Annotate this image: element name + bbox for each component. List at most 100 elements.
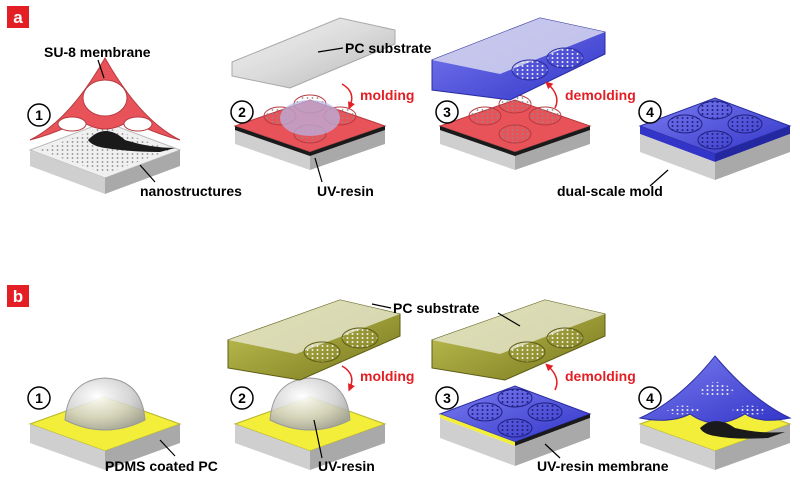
membrane-dome [527, 402, 563, 422]
label-pc-substrate-a: PC substrate [345, 40, 432, 56]
panel-a-label: a [13, 8, 23, 27]
panel-a-step-4: 4 [638, 97, 792, 180]
membrane-hole [123, 116, 153, 132]
panel-b-label-box [7, 285, 29, 307]
label-uv-resin-a: UV-resin [317, 183, 374, 199]
mold-dome [667, 114, 703, 134]
arrow-label-demolding-a: demolding [565, 87, 636, 103]
panel-b-label: b [13, 287, 23, 306]
step-badge [638, 386, 662, 410]
uv-resin-drop [280, 100, 340, 136]
base-block-side [515, 126, 590, 170]
label-dual-scale-mold: dual-scale mold [557, 183, 663, 199]
panel-b-step-3: 3 [431, 299, 606, 466]
membrane-dome [497, 388, 533, 408]
membrane-hole [57, 116, 87, 132]
demolding-arrow [545, 363, 558, 391]
panel-b: b 1 2 [7, 285, 792, 474]
membrane-hole-pattern [698, 382, 735, 397]
base-block-side [105, 424, 180, 470]
panel-b-step-4: 4 [638, 355, 792, 470]
base-block-side [640, 134, 715, 180]
mold-dome [508, 341, 546, 363]
step-number: 4 [646, 390, 654, 406]
step-number: 2 [238, 104, 246, 120]
mold-dome [511, 59, 549, 81]
mold-dome [697, 130, 733, 150]
mold-dome [697, 100, 733, 120]
mold-dome [341, 327, 379, 349]
leader-line [313, 419, 323, 459]
membrane-hole [82, 79, 128, 117]
leader-line [159, 439, 176, 457]
label-uv-resin-membrane: UV-resin membrane [537, 458, 669, 474]
step-number: 3 [443, 390, 451, 406]
base-block-side [30, 150, 105, 194]
pc-top-clear [432, 18, 605, 74]
membrane-hole-pattern [732, 405, 768, 415]
pc-top-clear [228, 300, 400, 354]
panel-a-step-1: 1 [27, 56, 182, 194]
uv-resin-dome [64, 377, 146, 431]
label-pdms-coated-pc: PDMS coated PC [105, 458, 218, 474]
mold-dome [546, 47, 584, 69]
step-badge [27, 386, 51, 410]
leader-line [497, 312, 521, 327]
panel-a: a 1 2 [7, 6, 792, 199]
base-block-side [310, 126, 385, 170]
demolding-arrow [545, 81, 558, 109]
arrow-label-molding-a: molding [360, 87, 414, 103]
pc-substrate-floating [231, 17, 396, 89]
label-uv-resin-b: UV-resin [318, 458, 375, 474]
leader-line [371, 303, 392, 309]
label-nanostructures: nanostructures [140, 183, 242, 199]
nanostructure-area [40, 126, 170, 174]
base-block-side [310, 424, 385, 470]
label-su8-membrane: SU-8 membrane [44, 44, 151, 60]
membrane-dome [497, 418, 533, 438]
yellow-layer [440, 414, 515, 446]
step-number: 3 [443, 104, 451, 120]
blue-mold-side [640, 126, 715, 162]
mold-dome [727, 114, 763, 134]
panel-a-label-box [7, 6, 29, 28]
leader-line [314, 157, 323, 183]
molding-arrow [341, 365, 355, 392]
step-badge [230, 100, 254, 124]
base-block-side [235, 424, 310, 470]
panel-a-step-3: 3 [431, 17, 606, 170]
leader-line [139, 164, 156, 183]
base-block-side [515, 418, 590, 466]
well [528, 106, 562, 126]
black-layer [515, 414, 590, 446]
leader-line [317, 47, 344, 53]
base-block-side [640, 424, 715, 470]
mold-dome [546, 327, 584, 349]
step-badge [230, 386, 254, 410]
panel-b-step-2: 2 [227, 299, 401, 470]
membrane-fold [88, 131, 175, 152]
step-number: 1 [35, 390, 43, 406]
base-block-side [30, 424, 105, 470]
base-block-side [440, 126, 515, 170]
step-badge [435, 386, 459, 410]
step-number: 4 [646, 104, 654, 120]
base-block-side [105, 150, 180, 194]
leader-line [97, 59, 105, 79]
well [498, 124, 532, 144]
arrow-label-demolding-b: demolding [565, 368, 636, 384]
base-block-side [440, 418, 515, 466]
panel-a-step-2: 2 [230, 94, 387, 170]
step-badge [638, 100, 662, 124]
step-badge [435, 100, 459, 124]
molding-arrow [341, 83, 355, 110]
leader-line [649, 169, 669, 187]
step-badge [27, 103, 51, 127]
uv-resin-dome [269, 377, 351, 431]
pc-top-clear [432, 300, 605, 354]
base-block-side [235, 126, 310, 170]
well [468, 106, 502, 126]
label-pc-substrate-b: PC substrate [393, 300, 480, 316]
panel-b-step-1: 1 [27, 377, 182, 470]
